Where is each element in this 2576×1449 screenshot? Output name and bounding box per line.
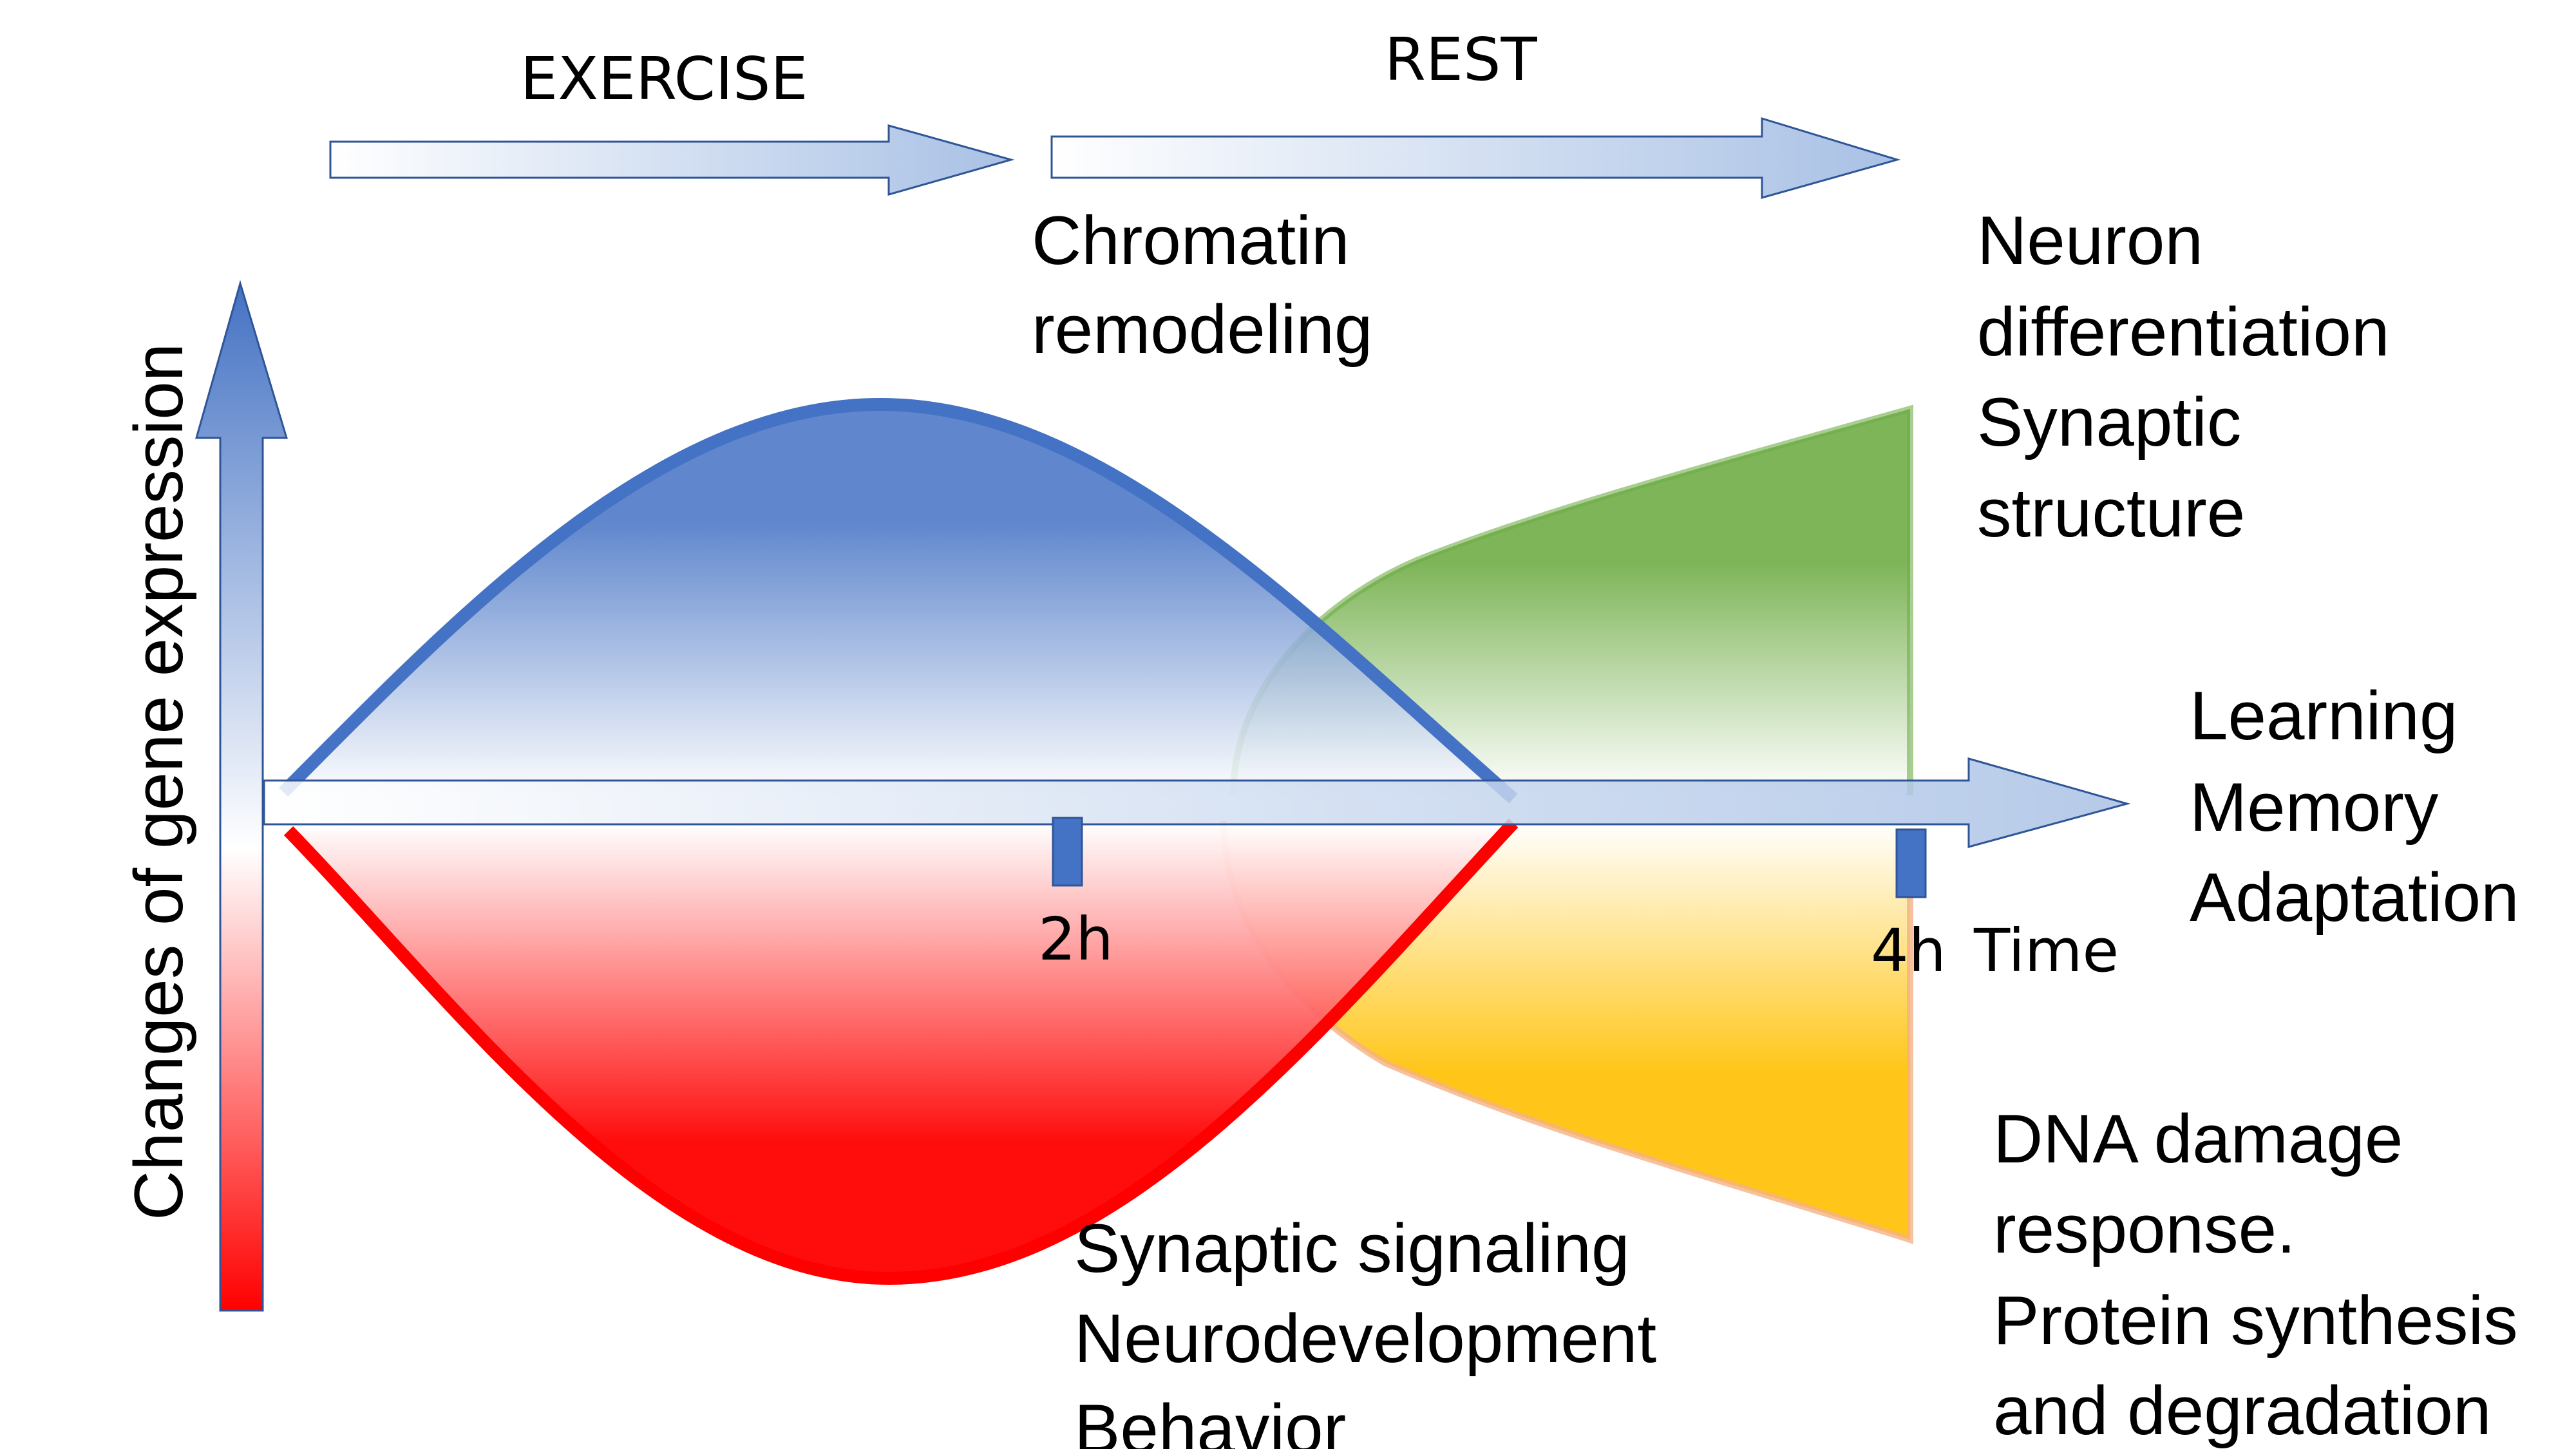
outcomes-line-3: Adaptation — [2190, 858, 2519, 936]
tick-4h-label: 4h — [1871, 916, 1946, 985]
x-axis-label: Time — [1973, 916, 2119, 985]
dna-line-3: Protein synthesis — [1993, 1282, 2518, 1359]
exercise-label: EXERCISE — [520, 44, 808, 113]
neuron-line-4: structure — [1977, 474, 2245, 551]
chromatin-line-2: remodeling — [1032, 290, 1372, 368]
exercise-phase-arrow — [329, 124, 1015, 196]
chromatin-label: Chromatin remodeling — [1032, 202, 1372, 368]
dna-line-1: DNA damage — [1993, 1100, 2403, 1177]
rest-label: REST — [1385, 25, 1537, 94]
synaptic-label: Synaptic signaling Neurodevelopment Beha… — [1074, 1209, 1676, 1449]
dna-line-4: and degradation — [1993, 1372, 2491, 1449]
y-axis-label: Changes of gene expression — [120, 343, 197, 1220]
neuron-line-1: Neuron — [1977, 202, 2203, 279]
dna-line-2: response. — [1993, 1190, 2296, 1267]
early-upregulation-area — [283, 404, 1513, 799]
dna-label: DNA damage response. Protein synthesis a… — [1993, 1100, 2537, 1449]
outcomes-line-2: Memory — [2190, 768, 2439, 846]
neuron-label: Neuron differentiation Synaptic structur… — [1977, 202, 2409, 551]
synaptic-line-3: Behavior — [1074, 1390, 1346, 1449]
synaptic-line-1: Synaptic signaling — [1074, 1209, 1629, 1287]
tick-2h-label: 2h — [1038, 905, 1113, 974]
tick-4h-marker — [1895, 828, 1927, 898]
early-downregulation-area — [289, 823, 1513, 1278]
synaptic-line-2: Neurodevelopment — [1074, 1300, 1656, 1377]
early-downregulation-curve — [283, 819, 1519, 1285]
tick-2h-marker — [1052, 817, 1083, 887]
x-axis-time-arrow — [263, 757, 2131, 848]
rest-phase-arrow — [1050, 117, 1901, 199]
neuron-line-2: differentiation — [1977, 293, 2390, 370]
neuron-line-3: Synaptic — [1977, 383, 2241, 460]
outcomes-label: Learning Memory Adaptation — [2190, 677, 2519, 936]
outcomes-line-1: Learning — [2190, 677, 2458, 754]
chromatin-line-1: Chromatin — [1032, 202, 1350, 279]
y-axis-arrow — [195, 279, 289, 1312]
early-upregulation-curve — [278, 397, 1518, 804]
